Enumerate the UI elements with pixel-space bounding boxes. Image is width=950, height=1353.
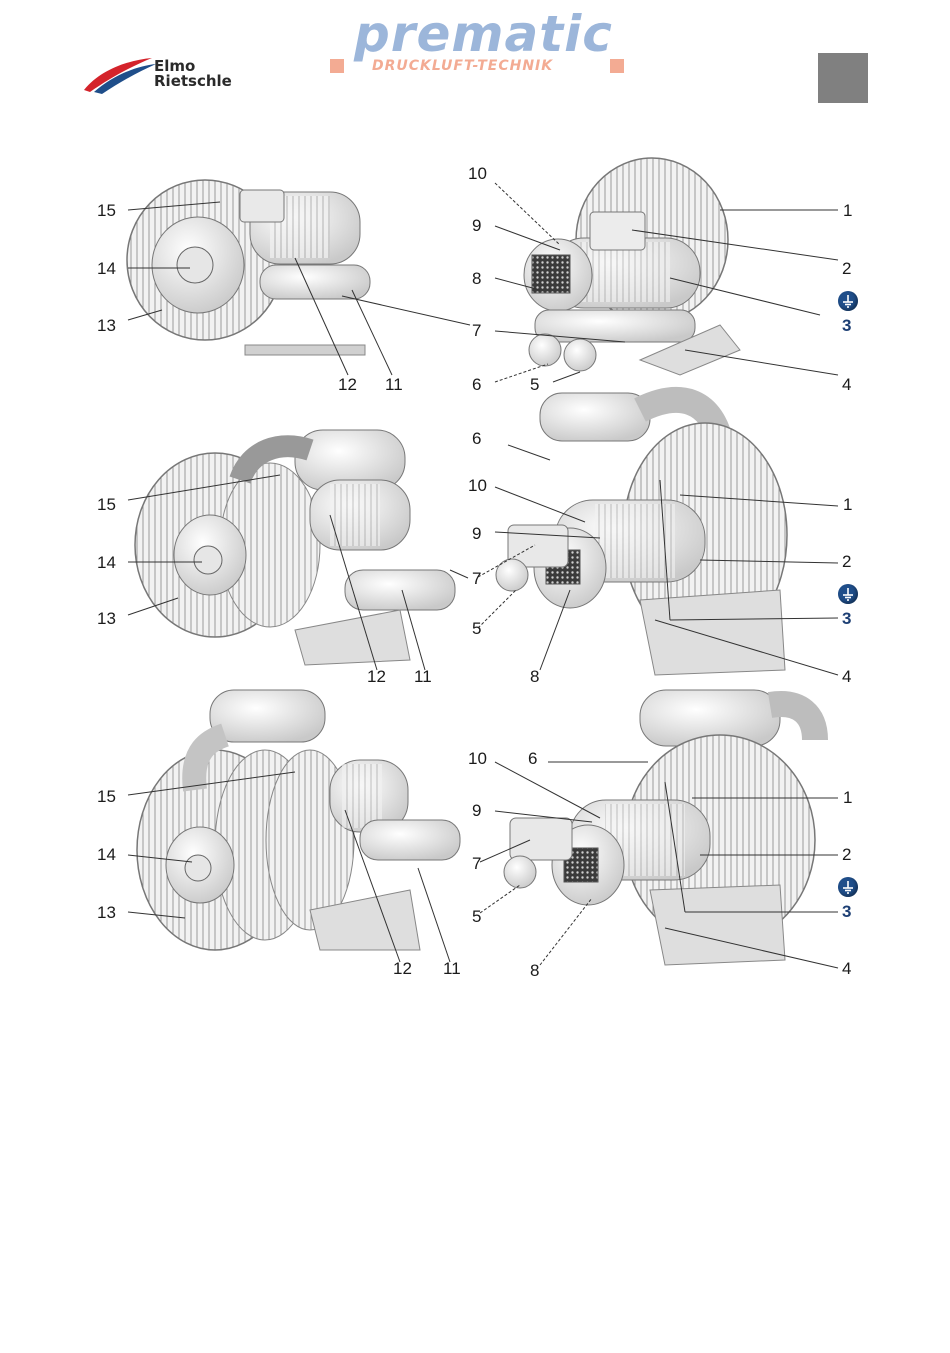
callout-r3-right-7: 7 (472, 855, 481, 873)
earth-ground-icon (838, 877, 858, 897)
callout-r2-left-13: 13 (97, 610, 116, 628)
earth-ground-icon (838, 291, 858, 311)
blower-r3-left (137, 690, 460, 950)
callout-r2-left-12: 12 (367, 668, 386, 686)
prematic-logo-wordmark: prematic (354, 6, 613, 62)
callout-r1-right-7: 7 (472, 322, 481, 340)
callout-r3-right-2: 2 (842, 846, 851, 864)
callout-r2-right-9: 9 (472, 525, 481, 543)
callout-r1-left-12: 12 (338, 376, 357, 394)
callout-r1-right-5: 5 (530, 376, 539, 394)
section-tab-marker (818, 53, 868, 103)
callout-r3-left-15: 15 (97, 788, 116, 806)
callout-r2-right-2: 2 (842, 553, 851, 571)
callout-r1-right-6: 6 (472, 376, 481, 394)
callout-r2-right-7: 7 (472, 570, 481, 588)
callout-r3-right-10: 10 (468, 750, 487, 768)
blower-parts-figure: 15 14 13 12 11 10 9 8 7 6 5 1 2 3 4 15 1… (80, 150, 880, 990)
callout-r2-right-10: 10 (468, 477, 487, 495)
callout-r2-left-15: 15 (97, 496, 116, 514)
callout-r3-left-14: 14 (97, 846, 116, 864)
earth-ground-icon (838, 584, 858, 604)
blower-r2-right (496, 393, 787, 675)
callout-r1-left-14: 14 (97, 260, 116, 278)
callout-r3-right-1: 1 (843, 789, 852, 807)
prematic-logo-tagline: DRUCKLUFT-TECHNIK (372, 57, 553, 75)
callout-r3-right-4: 4 (842, 960, 851, 978)
callout-r2-right-4: 4 (842, 668, 851, 686)
callout-r1-right-4: 4 (842, 376, 851, 394)
blower-r1-right (524, 158, 740, 375)
elmo-rietschle-wordmark: Elmo Rietschle (154, 59, 232, 89)
callout-r3-right-6: 6 (528, 750, 537, 768)
callout-r3-left-11: 11 (443, 960, 461, 978)
callout-r2-left-14: 14 (97, 554, 116, 572)
callout-r1-right-10: 10 (468, 165, 487, 183)
blower-r3-right (504, 690, 815, 965)
callout-r2-right-8: 8 (530, 668, 539, 686)
callout-r2-left-11: 11 (414, 668, 432, 686)
callout-r3-left-12: 12 (393, 960, 412, 978)
callout-r2-right-3: 3 (842, 610, 851, 628)
callout-r1-right-9: 9 (472, 217, 481, 235)
callout-r1-right-2: 2 (842, 260, 851, 278)
callout-r2-right-1: 1 (843, 496, 852, 514)
callout-r2-right-5: 5 (472, 620, 481, 638)
callout-r1-right-8: 8 (472, 270, 481, 288)
callout-r3-right-9: 9 (472, 802, 481, 820)
blower-r2-left (135, 430, 455, 665)
callout-r3-right-3: 3 (842, 903, 851, 921)
callout-r3-right-5: 5 (472, 908, 481, 926)
callout-r1-left-11: 11 (385, 376, 403, 394)
callout-r3-right-8: 8 (530, 962, 539, 980)
callout-r2-right-6: 6 (472, 430, 481, 448)
elmo-wordmark-line2: Rietschle (154, 74, 232, 89)
callout-r1-left-15: 15 (97, 202, 116, 220)
callout-r1-right-1: 1 (843, 202, 852, 220)
callout-r3-left-13: 13 (97, 904, 116, 922)
callout-r1-right-3: 3 (842, 317, 851, 335)
callout-r1-left-13: 13 (97, 317, 116, 335)
